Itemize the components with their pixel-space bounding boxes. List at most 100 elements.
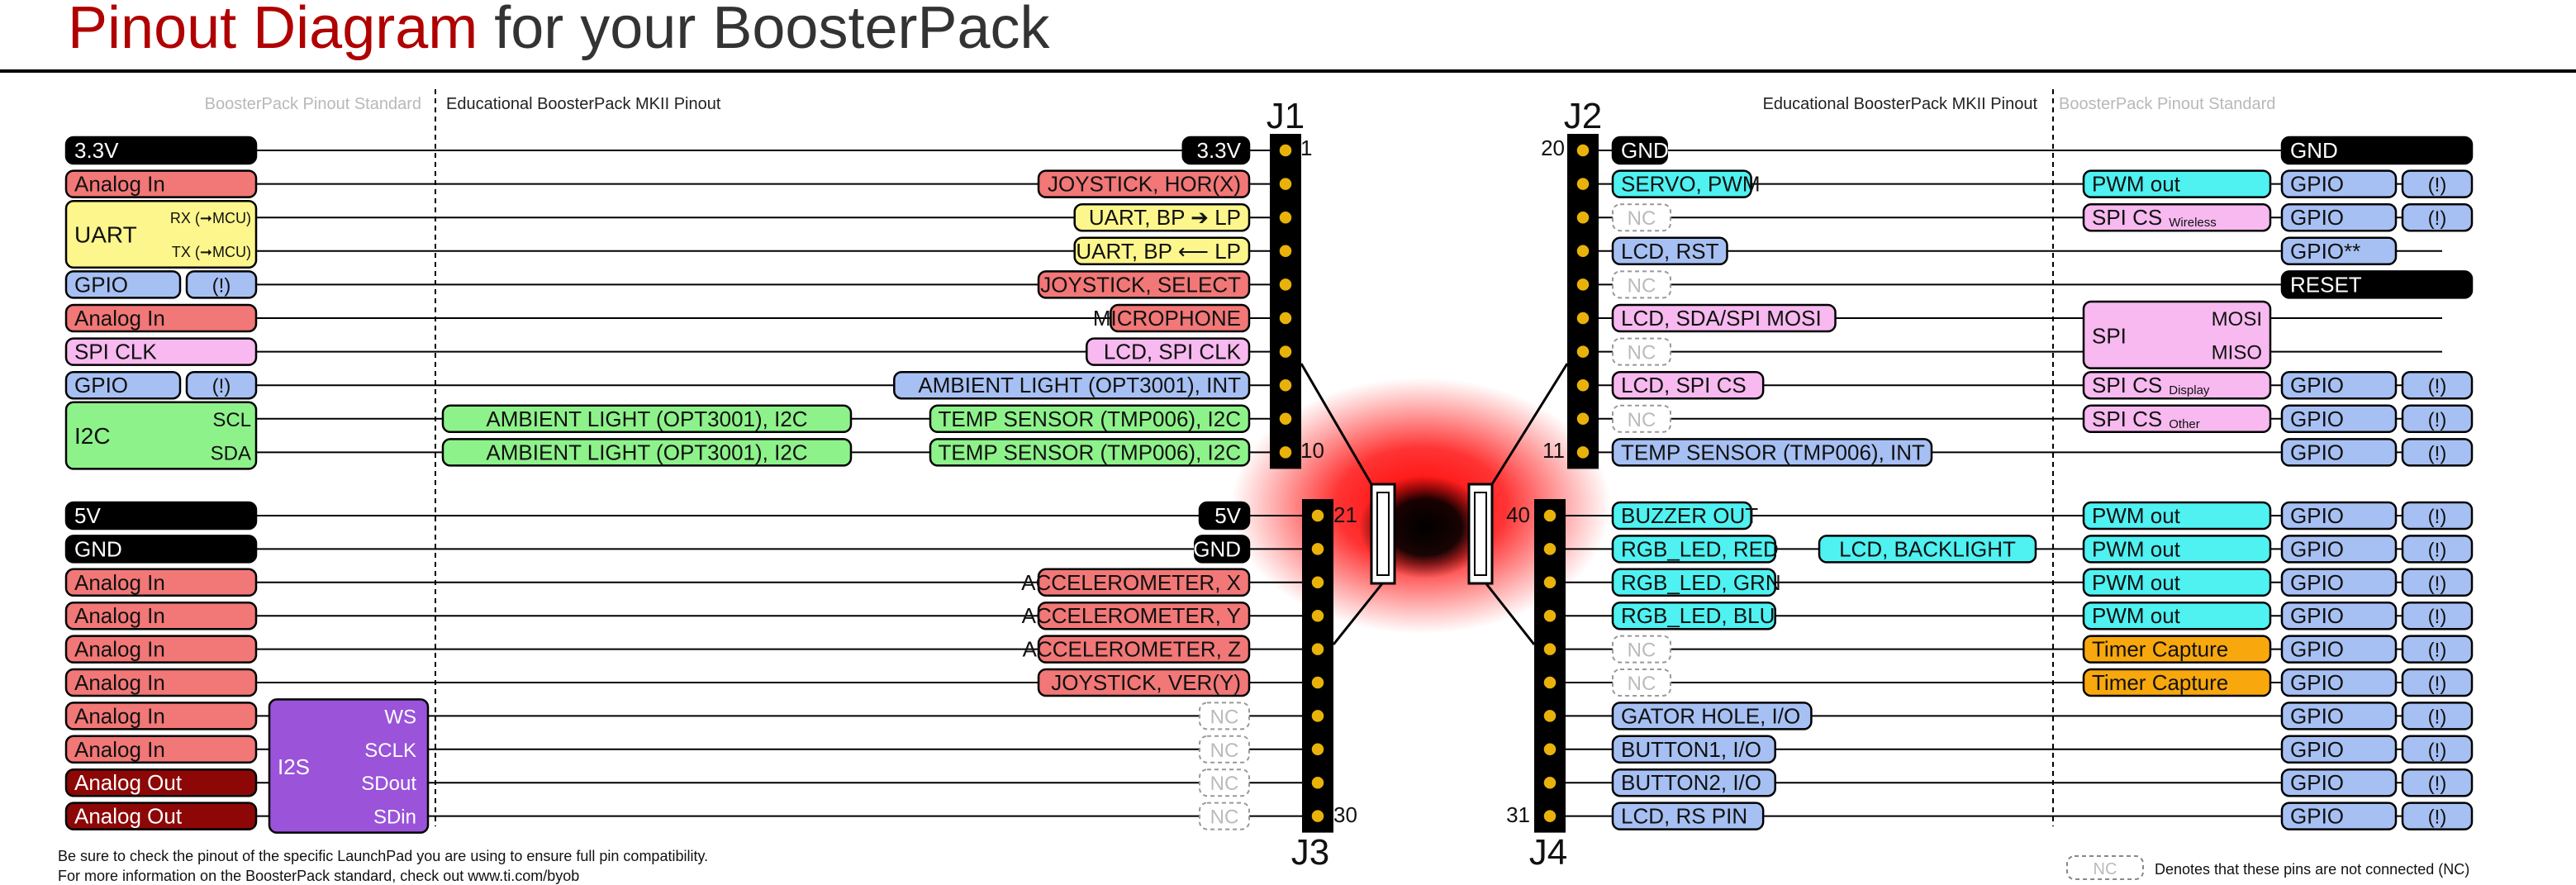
standard-right-gpio-box bbox=[2280, 404, 2398, 434]
j4-label: NC bbox=[1628, 640, 1656, 662]
j2-box bbox=[1612, 203, 1671, 232]
j4-label: RGB_LED, GRN bbox=[1621, 570, 1781, 595]
j4-label: BUTTON2, I/O bbox=[1621, 770, 1761, 795]
j1-label: LCD, SPI CLK bbox=[1104, 340, 1242, 364]
j2-box bbox=[1611, 136, 1668, 165]
standard-right-warn-box bbox=[2401, 802, 2474, 830]
j4-box bbox=[1611, 802, 1765, 830]
standard-right-gpio-box bbox=[2280, 169, 2398, 198]
standard-left-box bbox=[64, 601, 258, 630]
standard-left-label: Analog In bbox=[74, 670, 165, 695]
standard-right-gpio-box bbox=[2280, 568, 2398, 597]
nc-legend-tag-text: NC bbox=[2094, 860, 2117, 878]
standard-right-gpio-box bbox=[2280, 270, 2474, 299]
j4-label: BUZZER OUT bbox=[1621, 503, 1758, 528]
warn-box bbox=[185, 270, 258, 299]
header-j4-pin bbox=[1542, 508, 1557, 523]
standard-right-gpio: GPIO bbox=[2290, 205, 2344, 230]
uart-rx: RX (➞MCU) bbox=[170, 210, 251, 226]
j4-box bbox=[1611, 535, 1776, 564]
j3-box bbox=[1199, 735, 1250, 764]
standard-right-warn: (!) bbox=[2428, 442, 2447, 464]
page-title: Pinout Diagram for your BoosterPack bbox=[68, 0, 1051, 61]
j3-box bbox=[1194, 535, 1251, 564]
header-j4-pin bbox=[1542, 808, 1557, 824]
header-j3-pin bbox=[1310, 742, 1325, 757]
j2-label: TEMP SENSOR (TMP006), INT bbox=[1621, 440, 1925, 464]
i2s-group-box bbox=[268, 698, 430, 834]
standard-right-func: Timer Capture bbox=[2092, 637, 2228, 662]
j4-label: RGB_LED, BLU bbox=[1621, 603, 1775, 628]
header-j1-pin bbox=[1278, 277, 1293, 293]
j3-label: GND bbox=[1193, 536, 1241, 561]
standard-right-gpio: GPIO bbox=[2290, 503, 2344, 528]
uart-tx: TX (➞MCU) bbox=[172, 244, 251, 260]
standard-right-func: PWM out bbox=[2092, 503, 2181, 528]
header-j3-pin bbox=[1310, 541, 1325, 557]
j1-box bbox=[929, 404, 1251, 434]
j3-label: 5V bbox=[1214, 503, 1241, 528]
standard-left-label: Analog In bbox=[74, 570, 165, 595]
standard-left-label: GND bbox=[74, 536, 122, 561]
uart-label: UART bbox=[74, 222, 137, 248]
j3-box bbox=[1037, 601, 1251, 630]
j4-label: RGB_LED, RED bbox=[1621, 536, 1779, 561]
gpio-label: GPIO bbox=[74, 272, 128, 297]
standard-right-gpio: GPIO bbox=[2290, 804, 2344, 829]
standard-right-gpio: GPIO** bbox=[2290, 239, 2360, 264]
standard-left-box bbox=[64, 303, 258, 333]
standard-right-func-sub: Other bbox=[2169, 417, 2200, 431]
standard-right-func: PWM out bbox=[2092, 603, 2181, 628]
j1-box bbox=[1037, 270, 1251, 299]
j1-box bbox=[1086, 337, 1251, 366]
header-j3-pin bbox=[1310, 641, 1325, 657]
standard-right-func-box bbox=[2082, 668, 2272, 697]
standard-left-box bbox=[64, 802, 258, 830]
j3-box bbox=[1037, 635, 1251, 664]
pin-number-10: 10 bbox=[1300, 438, 1324, 463]
standard-right-warn: (!) bbox=[2428, 640, 2447, 662]
j1-box bbox=[1181, 136, 1251, 165]
j4-extra-box bbox=[1818, 535, 2037, 564]
connector-j2: J2 bbox=[1564, 96, 1602, 136]
j3-box bbox=[1199, 702, 1250, 730]
j3-box bbox=[1199, 768, 1250, 797]
standard-right-warn: (!) bbox=[2428, 806, 2447, 829]
j1-box bbox=[1073, 236, 1251, 266]
j4-box bbox=[1611, 501, 1752, 531]
header-j4-pin bbox=[1542, 742, 1557, 757]
standard-right-gpio: RESET bbox=[2290, 272, 2362, 297]
gpio-label: GPIO bbox=[74, 373, 128, 397]
standard-left-label: Analog In bbox=[74, 306, 165, 331]
pin-number-11: 11 bbox=[1542, 438, 1565, 463]
title-main: Pinout Diagram bbox=[68, 0, 478, 61]
standard-right-gpio: GPIO bbox=[2290, 637, 2344, 662]
header-j2-pin bbox=[1576, 344, 1590, 359]
header-j2-pin bbox=[1576, 311, 1590, 326]
standard-left-box bbox=[64, 337, 258, 366]
j3-label: JOYSTICK, VER(Y) bbox=[1051, 670, 1241, 695]
j2-label: NC bbox=[1628, 342, 1656, 364]
standard-right-gpio: GPIO bbox=[2290, 703, 2344, 728]
standard-right-warn: (!) bbox=[2428, 375, 2447, 397]
j3-label: ACCELEROMETER, X bbox=[1021, 570, 1241, 595]
header-j1-pin bbox=[1278, 244, 1293, 259]
standard-right-warn: (!) bbox=[2428, 673, 2447, 695]
j4-box bbox=[1611, 768, 1776, 797]
standard-right-warn: (!) bbox=[2428, 740, 2447, 762]
j2-box bbox=[1612, 404, 1671, 433]
standard-right-warn: (!) bbox=[2428, 606, 2447, 628]
i2c-sda: SDA bbox=[211, 442, 251, 464]
standard-left-box bbox=[64, 702, 258, 730]
j4-box bbox=[1611, 735, 1776, 764]
j4-label: BUTTON1, I/O bbox=[1621, 737, 1761, 762]
header-j1-pin bbox=[1278, 378, 1293, 393]
standard-right-gpio-box bbox=[2280, 438, 2398, 467]
j3-box bbox=[1198, 501, 1251, 531]
standard-right-gpio-box bbox=[2280, 202, 2398, 232]
pin-headers bbox=[1270, 134, 1599, 833]
standard-left-label: Analog In bbox=[74, 737, 165, 762]
j3-label: NC bbox=[1210, 706, 1239, 728]
